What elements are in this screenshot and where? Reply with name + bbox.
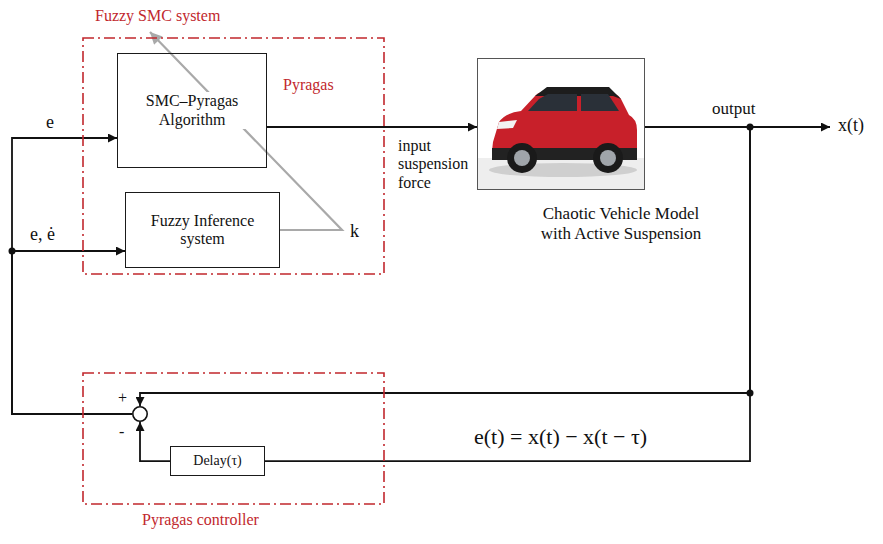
summing-junction: +-	[132, 406, 148, 422]
edge-label: e	[46, 112, 54, 133]
dashed-outline	[83, 38, 384, 274]
controller-group: Fuzzy SMC systemSMC–Pyragas AlgorithmFuz…	[82, 37, 385, 275]
sign-label: +	[118, 389, 127, 407]
picture-ground	[477, 58, 645, 190]
output-wires	[9, 124, 831, 397]
process-box: SMC–Pyragas Algorithm	[117, 53, 267, 168]
wheel	[507, 143, 537, 173]
group-title: Fuzzy SMC system	[95, 7, 220, 25]
signal-line	[267, 126, 477, 128]
signal-line	[140, 127, 750, 406]
box-text: SMC–Pyragas Algorithm	[128, 92, 256, 129]
signal-name: output	[712, 99, 755, 119]
sign-label: -	[119, 423, 124, 441]
edge-label: k	[350, 221, 359, 242]
signal-line	[140, 422, 170, 461]
signal-name: x(t)	[838, 115, 864, 136]
output-line	[750, 126, 830, 128]
edge-label: e, ė	[30, 224, 55, 245]
signal-line	[265, 127, 750, 461]
gain-adjust-arrow	[150, 32, 342, 230]
summing-circle	[133, 407, 147, 421]
dashed-outline	[83, 373, 384, 504]
wheel	[593, 143, 623, 173]
block-name: Pyragas	[283, 76, 334, 94]
group-title: Pyragas controller	[142, 511, 259, 529]
wheel-rim	[600, 150, 616, 166]
vehicle-model: Chaotic Vehicle Model with Active Suspen…	[477, 58, 645, 190]
delay-box: Delay(τ)	[170, 446, 265, 476]
model-caption: Chaotic Vehicle Model with Active Suspen…	[532, 204, 710, 243]
dashed-outline	[82, 372, 385, 505]
connectors	[12, 32, 750, 461]
wheel-rim	[514, 150, 530, 166]
signal-line	[12, 251, 132, 414]
car-window	[581, 94, 619, 111]
summing-circle	[132, 406, 148, 422]
car-picture	[477, 58, 645, 190]
process-box: Fuzzy Inference system	[125, 192, 280, 268]
headlight	[497, 120, 517, 129]
equation: e(t) = x(t) − x(t − τ)	[474, 424, 647, 449]
edge-label: input suspension force	[398, 137, 484, 192]
car-window	[528, 94, 577, 111]
box-text: Delay(τ)	[193, 453, 241, 469]
box-text: Fuzzy Inference system	[136, 212, 269, 249]
controller-group: Pyragas controller+-Delay(τ)	[82, 372, 385, 505]
